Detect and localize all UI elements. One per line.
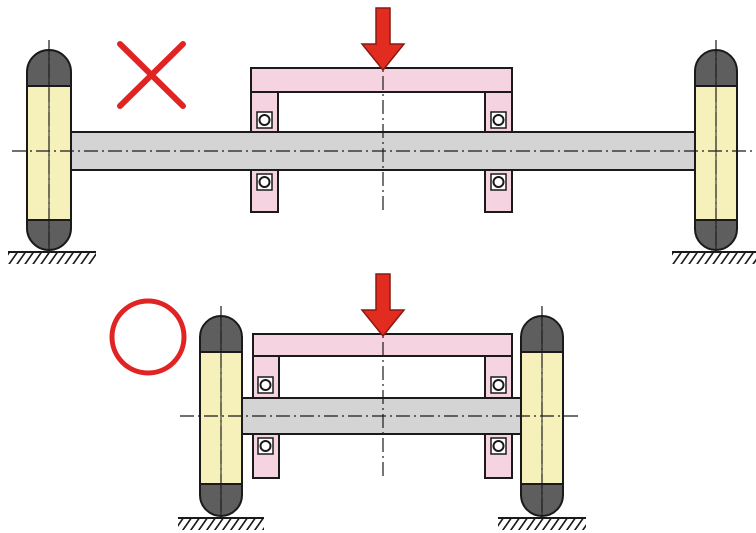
bearing-right-upper [484, 91, 513, 133]
bearing-left-lower [250, 169, 279, 213]
wrong-arrangement [8, 7, 756, 264]
down-arrow-icon [360, 273, 406, 338]
correct-arrangement [109, 273, 586, 530]
ground-hatch-icon [8, 251, 96, 264]
bearing-left-upper [252, 355, 280, 399]
ground-hatch-icon [498, 517, 586, 530]
centerlines [12, 40, 752, 250]
load-beam [250, 67, 513, 93]
bearing-left-upper [250, 91, 279, 133]
bearing-right-upper [484, 355, 513, 399]
bearing-left-lower [252, 433, 280, 479]
down-arrow-icon [360, 7, 406, 72]
circle-mark-icon [109, 298, 187, 376]
centerlines [180, 306, 580, 516]
bearing-right-lower [484, 433, 513, 479]
ground-hatch-icon [178, 517, 264, 530]
wheel-left [26, 49, 72, 251]
wheel-right [694, 49, 738, 251]
ground-hatch-icon [672, 251, 756, 264]
bearing-right-lower [484, 169, 513, 213]
cross-mark-icon [117, 41, 186, 109]
